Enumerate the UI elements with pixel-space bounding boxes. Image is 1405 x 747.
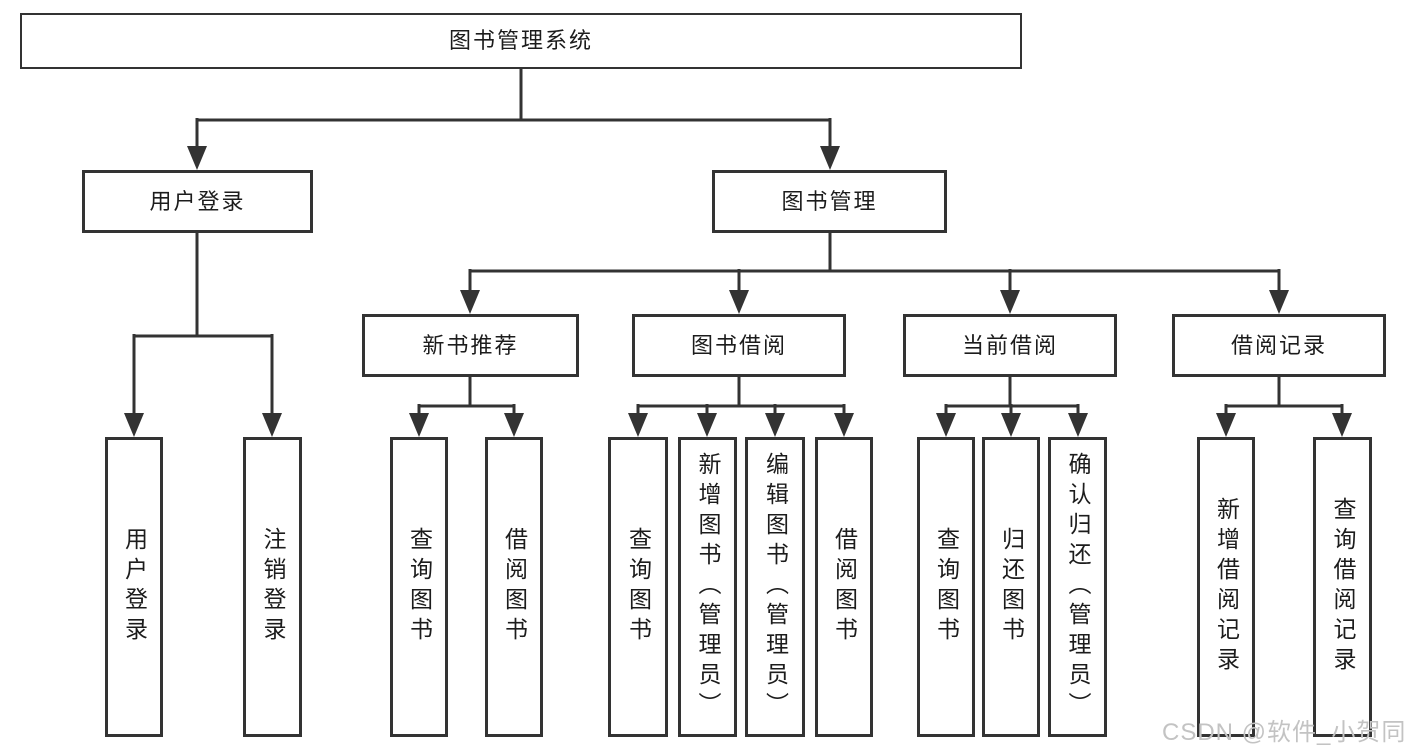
node-new-book-recommend: 新书推荐 xyxy=(362,314,579,377)
leaf-records-add-record: 新增借阅记录 xyxy=(1197,437,1255,737)
node-current-borrowing: 当前借阅 xyxy=(903,314,1117,377)
leaf-borrow-borrow-books: 借阅图书 xyxy=(815,437,873,737)
connector-borrow-records-tee xyxy=(1224,377,1344,415)
connector-book-mgmt-tee xyxy=(468,233,1281,292)
leaf-current-confirm-return-admin: 确认归还（管理员） xyxy=(1048,437,1107,737)
leaf-logout: 注销登录 xyxy=(243,437,302,737)
csdn-watermark: CSDN @软件_小贺同学 xyxy=(1162,719,1405,746)
leaf-current-query-books: 查询图书 xyxy=(917,437,975,737)
connector-root-tee xyxy=(195,69,832,148)
leaf-borrow-query-books: 查询图书 xyxy=(608,437,668,737)
leaf-borrow-add-books-admin: 新增图书（管理员） xyxy=(678,437,737,737)
leaf-borrow-edit-books-admin: 编辑图书（管理员） xyxy=(745,437,805,737)
node-root-system: 图书管理系统 xyxy=(20,13,1022,69)
leaf-newrec-borrow-books: 借阅图书 xyxy=(485,437,543,737)
node-borrowing-records: 借阅记录 xyxy=(1172,314,1386,377)
connector-new-book-rec-tee xyxy=(417,377,516,415)
connector-user-login-tee xyxy=(132,233,274,415)
node-book-borrowing: 图书借阅 xyxy=(632,314,846,377)
node-book-management: 图书管理 xyxy=(712,170,947,233)
leaf-newrec-query-books: 查询图书 xyxy=(390,437,448,737)
leaf-current-return-books: 归还图书 xyxy=(982,437,1040,737)
leaf-records-query-record: 查询借阅记录 xyxy=(1313,437,1372,737)
leaf-user-login: 用户登录 xyxy=(105,437,163,737)
connector-book-borrow-tee xyxy=(636,377,846,415)
connector-current-borrow-tee xyxy=(944,377,1080,415)
node-user-login: 用户登录 xyxy=(82,170,313,233)
